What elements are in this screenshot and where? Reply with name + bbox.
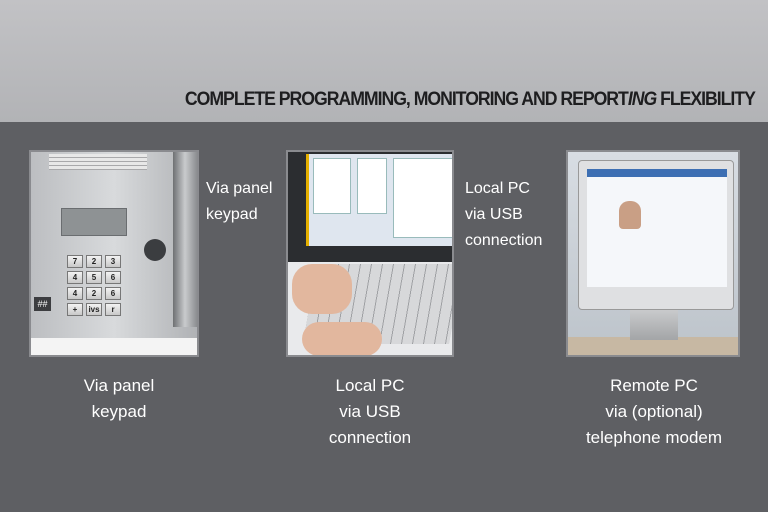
- list-pane: [357, 158, 387, 214]
- page-title: COMPLETE PROGRAMMING, MONITORING AND REP…: [185, 89, 756, 111]
- title-end: FLEXIBILITY: [656, 89, 756, 110]
- key: 5: [86, 271, 102, 284]
- software-window: [306, 154, 452, 246]
- speaker-grill: [49, 154, 147, 170]
- caption-usb: Local PC via USB connection: [270, 373, 470, 451]
- card-reader: [144, 239, 166, 261]
- hand: [302, 322, 382, 355]
- caption-line: Via panel: [83, 376, 155, 395]
- side-label-keypad: Via panel keypad: [206, 176, 272, 228]
- caption-line: telephone modem: [585, 428, 723, 447]
- key: 2: [86, 255, 102, 268]
- caption-line: keypad: [91, 402, 147, 421]
- keypad: 7 2 3 4 5 6 4 2 6 + ivs r: [67, 255, 121, 316]
- key: 6: [105, 287, 121, 300]
- panel-edge: [173, 152, 197, 327]
- key: 4: [67, 271, 83, 284]
- key: +: [67, 303, 83, 316]
- panel-base: [31, 338, 197, 355]
- side-label-line: Via panel: [206, 180, 273, 197]
- title-italic: ING: [627, 89, 657, 110]
- key: r: [105, 303, 121, 316]
- title-main: COMPLETE PROGRAMMING, MONITORING AND REP…: [185, 89, 629, 110]
- caption-line: via USB: [339, 402, 401, 421]
- caption-line: Local PC: [335, 376, 405, 395]
- laptop-photo: [286, 150, 454, 357]
- caption-line: Remote PC: [610, 376, 698, 395]
- side-label-line: keypad: [206, 206, 258, 223]
- key: 7: [67, 255, 83, 268]
- key: 4: [67, 287, 83, 300]
- detail-pane: [393, 158, 452, 238]
- caption-line: via (optional): [605, 402, 703, 421]
- monitor-stand: [630, 310, 678, 340]
- header-band: COMPLETE PROGRAMMING, MONITORING AND REP…: [0, 0, 768, 122]
- tree-pane: [313, 158, 351, 214]
- key: 3: [105, 255, 121, 268]
- side-label-line: Local PC: [465, 180, 530, 197]
- side-label-usb: Local PC via USB connection: [465, 176, 542, 254]
- caption-modem: Remote PC via (optional) telephone modem: [554, 373, 754, 451]
- key: 6: [105, 271, 121, 284]
- key: 2: [86, 287, 102, 300]
- monitor-screen: [587, 169, 727, 287]
- lcd-display: [61, 208, 127, 236]
- key: ivs: [86, 303, 102, 316]
- side-label-line: connection: [465, 232, 543, 249]
- hand: [292, 264, 352, 314]
- user-photo: [619, 201, 641, 229]
- monitor: [578, 160, 734, 310]
- desk: [568, 337, 738, 355]
- panel-keypad-photo: 7 2 3 4 5 6 4 2 6 + ivs r ##: [29, 150, 199, 357]
- laptop-screen: [288, 152, 452, 262]
- caption-line: connection: [328, 428, 412, 447]
- caption-keypad: Via panel keypad: [19, 373, 219, 425]
- monitor-photo: [566, 150, 740, 357]
- hash-badge: ##: [34, 297, 51, 311]
- side-label-line: via USB: [465, 206, 523, 223]
